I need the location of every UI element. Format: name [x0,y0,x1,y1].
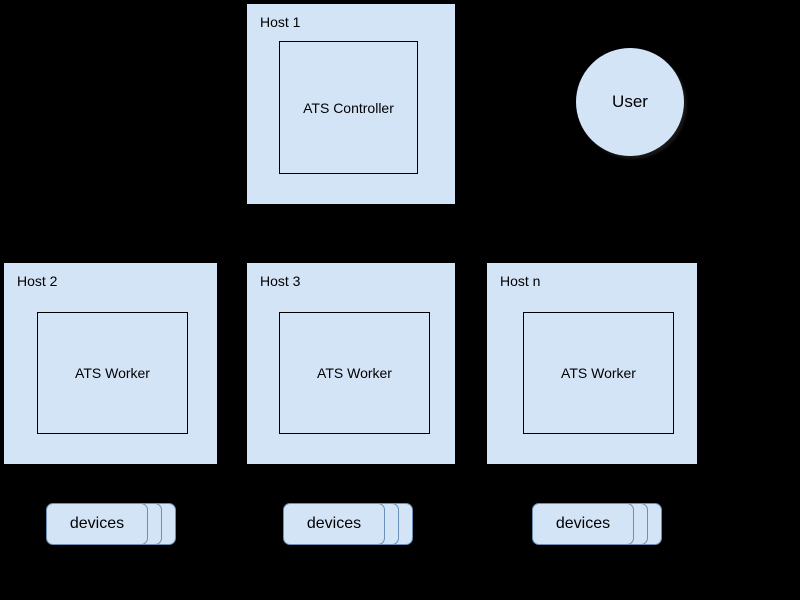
host-label-host-3: Host 3 [260,273,301,289]
devices-label-host-3: devices [306,515,362,532]
host-box-host-1[interactable]: Host 1 ATS Controller [247,4,455,204]
user-label: User [612,92,648,111]
process-box-ats-worker-host-3[interactable]: ATS Worker [279,312,430,434]
host-label-host-2: Host 2 [17,273,58,289]
process-box-ats-worker-host-2[interactable]: ATS Worker [37,312,188,434]
devices-card-front[interactable]: devices [46,503,148,545]
host-label-host-n: Host n [500,273,541,289]
devices-stack-host-2[interactable]: devices [46,503,176,545]
host-box-host-n[interactable]: Host n ATS Worker [487,263,697,464]
process-label-ats-worker-host-3: ATS Worker [317,365,392,381]
process-label-ats-controller: ATS Controller [303,99,394,116]
devices-stack-host-n[interactable]: devices [532,503,662,545]
process-label-ats-worker-host-2: ATS Worker [75,365,150,381]
process-box-ats-controller[interactable]: ATS Controller [279,41,418,174]
host-label-host-1: Host 1 [260,14,301,30]
devices-card-front[interactable]: devices [283,503,385,545]
user-node[interactable]: User [576,48,684,156]
process-label-ats-worker-host-n: ATS Worker [561,365,636,381]
process-box-ats-worker-host-n[interactable]: ATS Worker [523,312,674,434]
host-box-host-3[interactable]: Host 3 ATS Worker [247,263,455,464]
devices-label-host-2: devices [69,515,125,532]
devices-stack-host-3[interactable]: devices [283,503,413,545]
devices-card-front[interactable]: devices [532,503,634,545]
devices-label-host-n: devices [555,515,611,532]
host-box-host-2[interactable]: Host 2 ATS Worker [4,263,217,464]
